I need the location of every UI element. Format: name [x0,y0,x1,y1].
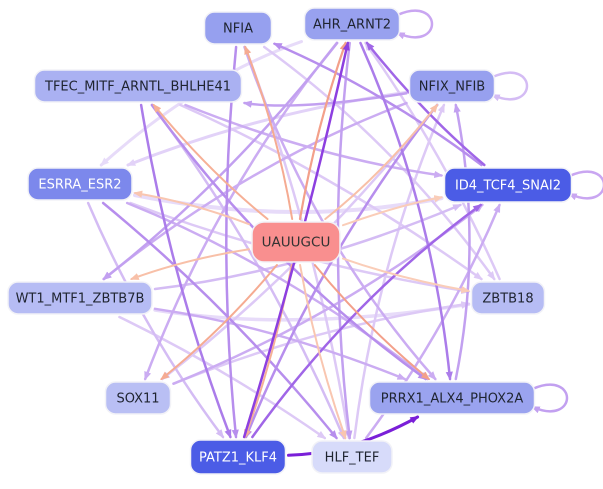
node-HLF_TEF[interactable]: HLF_TEF [311,440,393,474]
edge-TFEC_MITF_ARNTL_BHLHE41-ID4_TCF4_SNAI2 [184,103,444,179]
edge-UAUUGCU-NFIA [244,45,294,220]
edge-UAUUGCU-SOX11 [160,264,278,381]
edge-NFIX_NFIB-WT1_MTF1_ZBTB7B [102,101,408,281]
node-box-PRRX1_ALX4_PHOX2A[interactable] [368,381,536,415]
edge-UAUUGCU-NFIX_NFIB [324,103,439,220]
edge-AHR_ARNT2-PRRX1_ALX4_PHOX2A [359,41,453,381]
edge-ESRRA_ESR2-HLF_TEF [101,201,338,440]
edge-UAUUGCU-ESRRA_ESR2 [133,190,250,226]
node-box-ID4_TCF4_SNAI2[interactable] [443,167,573,203]
node-box-HLF_TEF[interactable] [311,440,393,474]
edge-UAUUGCU-ZBTB18 [342,257,471,294]
edge-TFEC_MITF_ARNTL_BHLHE41-PATZ1_KLF4 [139,103,232,439]
node-SOX11[interactable]: SOX11 [104,381,172,415]
edge-UAUUGCU-AHR_ARNT2 [298,41,347,221]
node-box-WT1_MTF1_ZBTB7B[interactable] [7,281,153,315]
node-TFEC_MITF_ARNTL_BHLHE41[interactable]: TFEC_MITF_ARNTL_BHLHE41 [33,69,243,103]
self-loop-AHR_ARNT2 [395,9,434,40]
node-box-NFIA[interactable] [203,11,273,45]
edge-NFIX_NFIB-PATZ1_KLF4 [244,103,439,439]
node-box-ESRRA_ESR2[interactable] [27,167,133,201]
node-box-TFEC_MITF_ARNTL_BHLHE41[interactable] [33,69,243,103]
node-ZBTB18[interactable]: ZBTB18 [470,281,546,315]
edge-PATZ1_KLF4-ID4_TCF4_SNAI2 [251,203,483,439]
edge-UAUUGCU-WT1_MTF1_ZBTB7B [129,248,250,280]
self-loop-ID4_TCF4_SNAI2 [567,170,603,201]
node-ESRRA_ESR2[interactable]: ESRRA_ESR2 [27,167,133,201]
edge-TFEC_MITF_ARNTL_BHLHE41-ZBTB18 [179,103,483,281]
edge-SOX11-ZBTB18 [172,301,471,385]
node-AHR_ARNT2[interactable]: AHR_ARNT2 [303,7,401,41]
edge-UAUUGCU-HLF_TEF [299,264,347,440]
edge-UAUUGCU-TFEC_MITF_ARNTL_BHLHE41 [152,103,269,220]
node-box-AHR_ARNT2[interactable] [303,7,401,41]
edge-ZBTB18-AHR_ARNT2 [364,41,501,281]
node-ID4_TCF4_SNAI2[interactable]: ID4_TCF4_SNAI2 [443,167,573,203]
node-box-UAUUGCU[interactable] [251,221,341,263]
edge-ID4_TCF4_SNAI2-NFIA [272,42,483,167]
node-NFIX_NFIB[interactable]: NFIX_NFIB [408,69,496,103]
node-PATZ1_KLF4[interactable]: PATZ1_KLF4 [189,439,287,475]
node-box-NFIX_NFIB[interactable] [408,69,496,103]
self-loop-PRRX1_ALX4_PHOX2A [530,383,569,414]
node-box-PATZ1_KLF4[interactable] [189,439,287,475]
node-WT1_MTF1_ZBTB7B[interactable]: WT1_MTF1_ZBTB7B [7,281,153,315]
edge-ID4_TCF4_SNAI2-AHR_ARNT2 [365,41,486,167]
node-box-ZBTB18[interactable] [470,281,546,315]
edge-PRRX1_ALX4_PHOX2A-NFIX_NFIB [453,103,471,381]
edge-AHR_ARNT2-ESRRA_ESR2 [99,40,303,167]
node-box-SOX11[interactable] [104,381,172,415]
edge-NFIA-ZBTB18 [262,45,496,281]
node-NFIA[interactable]: NFIA [203,11,273,45]
edge-UAUUGCU-ID4_TCF4_SNAI2 [342,195,444,227]
edge-HLF_TEF-NFIX_NFIB [353,103,446,440]
edge-WT1_MTF1_ZBTB7B-HLF_TEF [118,315,327,440]
edge-ESRRA_ESR2-PATZ1_KLF4 [86,201,225,439]
self-loop-NFIX_NFIB [490,71,529,102]
edge-UAUUGCU-PRRX1_ALX4_PHOX2A [313,264,431,381]
node-PRRX1_ALX4_PHOX2A[interactable]: PRRX1_ALX4_PHOX2A [368,381,536,415]
node-UAUUGCU[interactable]: UAUUGCU [251,221,341,263]
